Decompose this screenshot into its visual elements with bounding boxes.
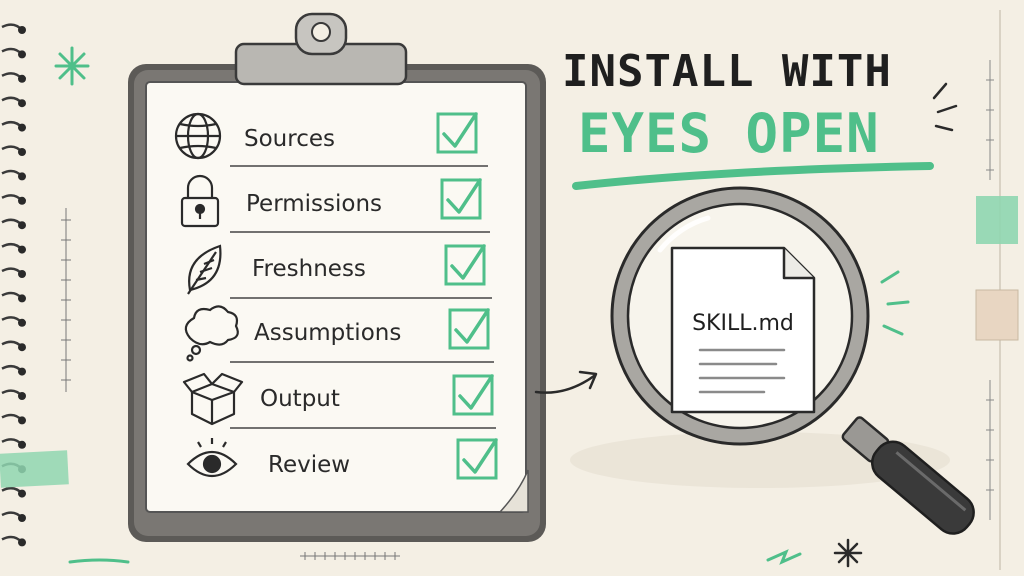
binding-hole [18,392,26,400]
arrow-icon [534,374,596,394]
binding-hole [18,318,26,327]
index-tab-tan [975,289,1019,341]
headline-underline [572,162,934,190]
emphasis-marks-icon [932,82,958,132]
document-text-lines [698,348,786,394]
binding-hole [18,367,26,376]
padlock-icon [180,174,220,228]
checklist-label: Freshness [252,256,366,282]
checklist-label: Sources [244,126,335,152]
binding-hole [18,245,26,254]
checklist-row-output: Output [182,372,494,426]
checklist-label: Review [268,452,350,478]
binding-hole [18,489,26,498]
document-filename: SKILL.md [692,311,794,336]
index-tab-green [976,196,1018,244]
binding-hole [18,148,26,156]
binding-hole [18,514,26,522]
clip-hole [311,22,331,42]
ruler-ticks-right [986,60,994,520]
open-box-icon [182,372,244,426]
checklist-dividers [230,165,496,429]
checkmark-icon [450,244,486,280]
binding-hole [18,196,26,205]
binding-hole [18,50,26,59]
thought-bubble-icon [184,305,239,362]
spiral-binding [1,23,26,547]
checkbox-checked [456,438,498,480]
headline-line-1: INSTALL WITH [562,46,892,97]
leaf-icon [187,244,222,295]
binding-hole [18,343,26,352]
ruler-ticks-bottom [300,552,400,560]
magnifier-handle [841,416,975,535]
checkmark-icon [442,112,478,148]
binding-hole [18,294,26,303]
magnifying-glass-icon: SKILL.md [570,186,975,535]
checkbox-checked [436,112,478,154]
binding-hole [18,270,26,278]
document-fold [782,248,814,280]
checkbox-checked [452,374,494,416]
checklist-label: Output [260,386,340,412]
checkmark-icon [446,178,482,214]
checklist-row-review: Review [186,438,498,480]
washi-tape-left [0,450,69,488]
binding-hole [18,221,26,230]
checkbox-checked [448,308,490,350]
checkmark-icon [462,438,498,474]
binding-hole [18,99,26,108]
globe-icon [174,112,222,160]
binding-hole [18,440,26,449]
binding-hole [18,416,26,425]
binding-hole [18,538,26,547]
checklist-row-sources: Sources [174,112,478,160]
ruler-ticks-left [61,208,71,392]
binding-hole [18,172,26,181]
document-icon: SKILL.md [670,246,816,414]
paper-curl [498,469,529,513]
headline-line-2: EYES OPEN [578,102,880,165]
checkmark-icon [454,308,490,344]
checklist-label: Assumptions [254,320,401,346]
checkmark-icon [458,374,494,410]
checkbox-checked [440,178,482,220]
sparkle-green-icon [54,46,90,86]
checklist-row-permissions: Permissions [180,174,482,228]
binding-hole [18,74,26,83]
clipboard: Sources Permissions [128,12,546,542]
sparkle-dark-icon [833,538,863,568]
checklist-row-assumptions: Assumptions [184,305,490,362]
lens-glare [657,215,711,253]
arrow-head [578,370,598,390]
binding-hole [18,123,26,132]
binding-hole [18,26,26,34]
green-scribbles [68,549,802,565]
magnifier-sparkle-marks [880,270,910,336]
checklist-label: Permissions [246,191,382,217]
eye-icon [186,438,238,478]
checklist-row-freshness: Freshness [187,244,486,295]
checkbox-checked [444,244,486,286]
